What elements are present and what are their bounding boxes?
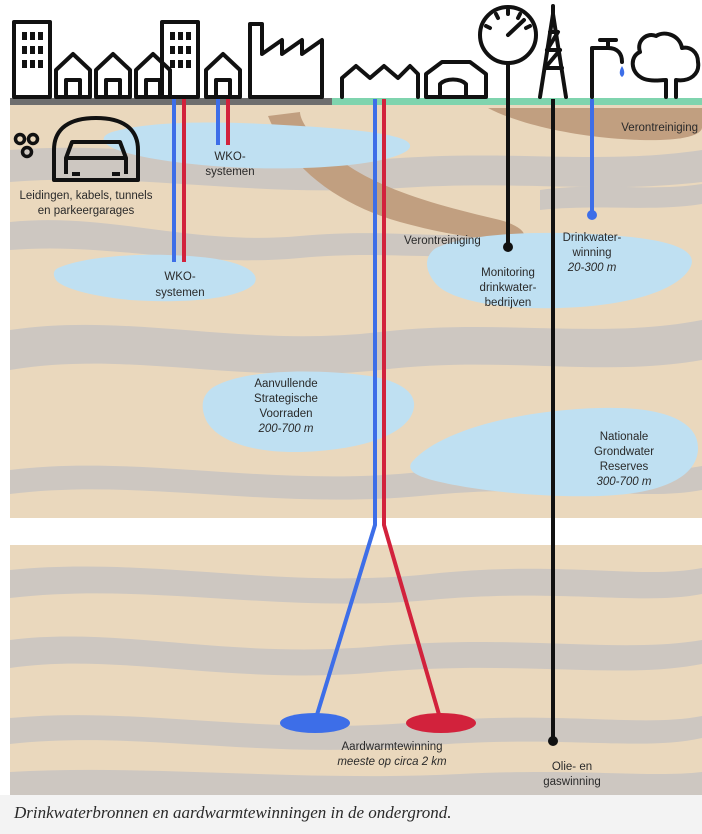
upper-soil-block: [10, 103, 702, 518]
label-drinkwater-depth: 20-300 m: [567, 262, 617, 274]
label-monitoring-line1: Monitoring: [481, 267, 535, 279]
aquifer-strategic: [202, 371, 415, 453]
oil-rig-icon: [538, 4, 568, 99]
clay-layer: [10, 715, 702, 750]
tunnel-car-icon: [52, 116, 140, 182]
label-wko-top-line1: WKO-: [214, 151, 245, 163]
house-icon: [94, 52, 132, 99]
label-tunnels-line1: Leidingen, kabels, tunnels: [20, 190, 153, 202]
factory-icon: [248, 22, 324, 99]
figure-caption: Drinkwaterbronnen en aardwarmtewinningen…: [0, 795, 702, 834]
label-pollution-middle: Verontreiniging: [404, 235, 481, 247]
aquifer-top: [103, 122, 411, 169]
clay-layer: [540, 184, 702, 210]
label-national-line3: Reserves: [600, 461, 649, 473]
label-drinkwater-line1: Drinkwater-: [563, 232, 622, 244]
label-drinkwater-line2: winning: [572, 247, 612, 259]
label-geothermal-line1: Aardwarmtewinning: [342, 741, 443, 753]
label-oilgas-line1: Olie- en: [552, 761, 592, 773]
tree-icon: [630, 31, 701, 99]
label-strategic-line1: Aanvullende: [254, 378, 317, 390]
label-monitoring-line2: drinkwater-: [480, 282, 537, 294]
drinking-water-well-end: [587, 210, 597, 220]
monitoring-well-end: [503, 242, 513, 252]
cables-icon: [13, 132, 40, 159]
barn-cow-icon: [424, 60, 488, 99]
aquifer-drinkwater: [427, 232, 692, 309]
monitoring-gauge-icon: [478, 5, 538, 65]
geothermal-pipe-red: [382, 99, 442, 719]
aquifer-wko: [53, 254, 256, 302]
label-wko-top-line2: systemen: [205, 166, 254, 178]
office-building-icon: [12, 20, 52, 99]
house-icon: [54, 52, 92, 99]
underground-diagram: Leidingen, kabels, tunnels en parkeergar…: [10, 4, 702, 795]
label-monitoring-line3: bedrijven: [485, 297, 532, 309]
geothermal-reservoir-cold: [280, 713, 350, 733]
pollution-plume-left: [268, 112, 525, 241]
greenhouse-icon: [340, 64, 420, 99]
clay-layer: [10, 320, 702, 374]
clay-layer: [10, 769, 702, 795]
geothermal-reservoir-warm: [406, 713, 476, 733]
house-icon: [134, 52, 172, 99]
label-geothermal-line2: meeste op circa 2 km: [337, 756, 447, 768]
surface-urban: [10, 98, 332, 105]
office-building-icon: [160, 20, 200, 99]
house-icon: [204, 52, 242, 99]
surface-green: [332, 98, 702, 105]
pollution-plume-right: [488, 108, 702, 141]
label-national-line1: Nationale: [600, 431, 649, 443]
label-pollution-top: Verontreiniging: [621, 122, 698, 134]
water-tap-icon: [590, 38, 624, 99]
diagram-labels: Leidingen, kabels, tunnels en parkeergar…: [20, 122, 699, 788]
water-drop-icon: [619, 66, 625, 77]
label-strategic-line3: Voorraden: [259, 408, 312, 420]
clay-layer: [10, 636, 702, 676]
label-national-line2: Grondwater: [594, 446, 654, 458]
label-tunnels-line2: en parkeergarages: [38, 205, 135, 217]
label-strategic-depth: 200-700 m: [258, 423, 314, 435]
label-strategic-line2: Strategische: [254, 393, 318, 405]
geothermal-pipe-blue: [314, 99, 377, 719]
label-national-depth: 300-700 m: [597, 476, 652, 488]
label-oilgas-line2: gaswinning: [543, 776, 601, 788]
oil-gas-well-end: [548, 736, 558, 746]
clay-layer: [10, 220, 500, 261]
label-wko-lower-line2: systemen: [155, 287, 204, 299]
label-wko-lower-line1: WKO-: [164, 271, 195, 283]
